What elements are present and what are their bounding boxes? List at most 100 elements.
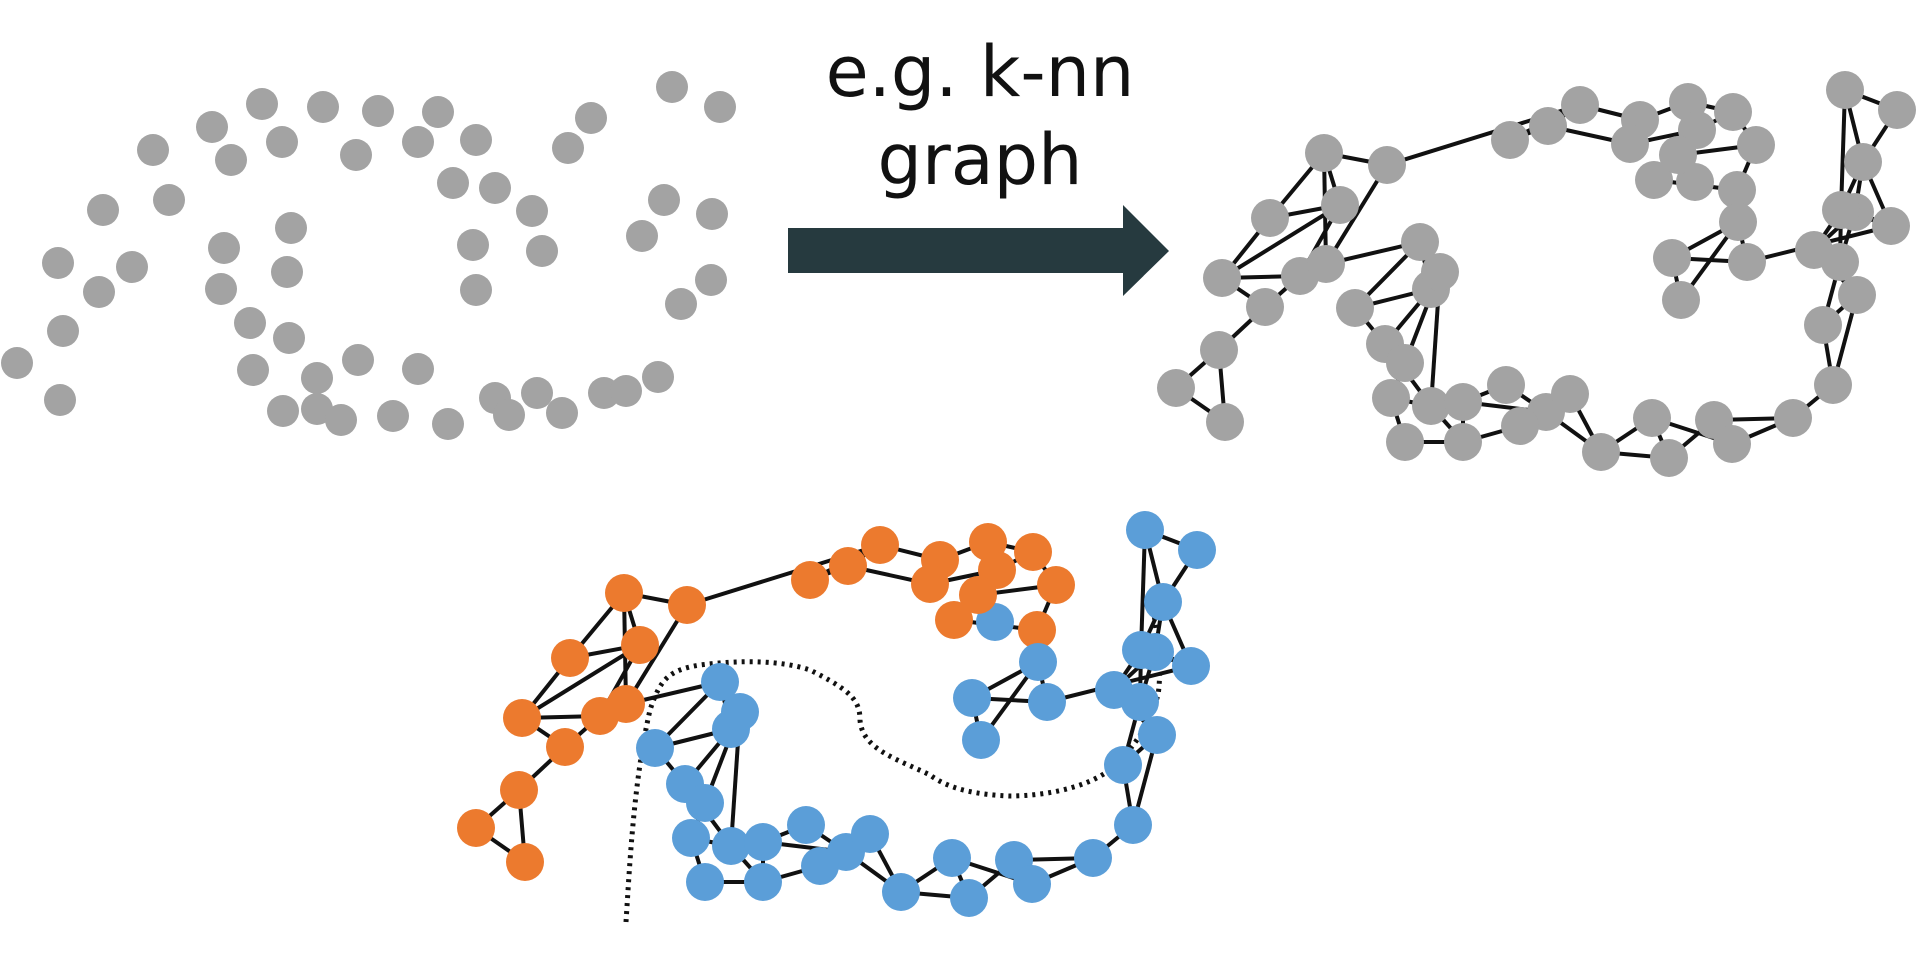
raw-data-point (340, 139, 372, 171)
graph-node (1444, 423, 1482, 461)
class-b-node (1172, 647, 1210, 685)
knn-graph-group (1157, 71, 1916, 477)
graph-node (1650, 439, 1688, 477)
graph-node (1838, 276, 1876, 314)
raw-data-point (516, 195, 548, 227)
raw-data-point (271, 256, 303, 288)
caption-line-2: graph (877, 119, 1083, 201)
class-b-node (787, 806, 825, 844)
graph-node (1487, 366, 1525, 404)
graph-node (1878, 91, 1916, 129)
graph-node (1872, 207, 1910, 245)
class-a-node (1018, 611, 1056, 649)
class-b-node (1138, 716, 1176, 754)
class-b-node (933, 839, 971, 877)
raw-data-point (460, 124, 492, 156)
raw-data-point (642, 361, 674, 393)
graph-node (1321, 186, 1359, 224)
graph-node (1501, 407, 1539, 445)
class-b-node (744, 823, 782, 861)
raw-data-point (266, 126, 298, 158)
graph-node (1372, 379, 1410, 417)
class-b-node (953, 679, 991, 717)
graph-node (1444, 383, 1482, 421)
graph-node (1611, 125, 1649, 163)
class-a-node (457, 809, 495, 847)
raw-data-point (307, 91, 339, 123)
class-a-node (551, 639, 589, 677)
raw-data-point (402, 126, 434, 158)
class-a-node (668, 586, 706, 624)
class-b-node (1028, 683, 1066, 721)
class-b-node (701, 663, 739, 701)
class-b-node (1144, 583, 1182, 621)
graph-node (1203, 259, 1241, 297)
classified-graph-group (457, 511, 1216, 923)
graph-node (1251, 199, 1289, 237)
graph-node (1246, 288, 1284, 326)
graph-node (1676, 163, 1714, 201)
graph-node (1659, 136, 1697, 174)
class-a-node (791, 561, 829, 599)
graph-node (1814, 366, 1852, 404)
class-a-node (506, 843, 544, 881)
class-a-node (1037, 566, 1075, 604)
raw-data-point (153, 184, 185, 216)
graph-node (1719, 203, 1757, 241)
class-b-node (1104, 746, 1142, 784)
raw-data-point (1, 347, 33, 379)
raw-data-point (246, 88, 278, 120)
graph-node (1653, 239, 1691, 277)
raw-data-point (526, 235, 558, 267)
raw-data-point (521, 377, 553, 409)
raw-data-point (696, 198, 728, 230)
raw-data-point (208, 232, 240, 264)
class-a-node (1014, 533, 1052, 571)
raw-data-point (87, 194, 119, 226)
class-a-node (546, 728, 584, 766)
raw-data-point (42, 247, 74, 279)
caption-line-1: e.g. k-nn (825, 31, 1135, 113)
graph-node (1635, 161, 1673, 199)
graph-node (1206, 403, 1244, 441)
raw-data-point (457, 229, 489, 261)
class-b-node (636, 729, 674, 767)
graph-node (1307, 245, 1345, 283)
knn-graph-caption: e.g. k-nn graph (780, 28, 1180, 204)
raw-data-point (301, 362, 333, 394)
raw-data-point (546, 397, 578, 429)
graph-node (1737, 126, 1775, 164)
class-b-node (1126, 511, 1164, 549)
raw-data-point (196, 111, 228, 143)
raw-points-group (1, 71, 736, 440)
raw-data-point (44, 384, 76, 416)
class-b-node (712, 827, 750, 865)
class-b-node (976, 603, 1014, 641)
class-b-node (1122, 631, 1160, 669)
raw-data-point (301, 393, 333, 425)
class-b-node (1019, 643, 1057, 681)
graph-node (1386, 344, 1424, 382)
class-b-node (950, 879, 988, 917)
graph-node (1386, 423, 1424, 461)
raw-data-point (575, 102, 607, 134)
raw-data-point (137, 134, 169, 166)
raw-data-point (205, 273, 237, 305)
graph-node (1804, 306, 1842, 344)
raw-data-point (237, 354, 269, 386)
graph-node (1714, 93, 1752, 131)
graph-node (1822, 191, 1860, 229)
class-b-node (1178, 531, 1216, 569)
class-a-node (935, 601, 973, 639)
raw-data-point (665, 288, 697, 320)
class-b-node (721, 693, 759, 731)
raw-data-point (704, 91, 736, 123)
class-b-node (744, 863, 782, 901)
class-a-node (959, 576, 997, 614)
raw-data-point (460, 274, 492, 306)
graph-edge (1324, 163, 1389, 266)
raw-data-point (626, 220, 658, 252)
graph-node (1336, 289, 1374, 327)
graph-edge (520, 643, 642, 720)
graph-node (1551, 375, 1589, 413)
